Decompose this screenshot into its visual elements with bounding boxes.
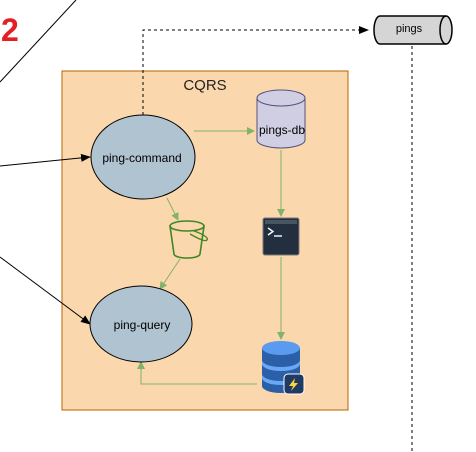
separator-line: [0, 0, 77, 83]
pings-topic-label: pings: [395, 23, 423, 35]
ping-query-label: ping-query: [113, 318, 171, 332]
step-number: 2: [1, 12, 19, 48]
store-to-query-arrow: [137, 361, 257, 385]
database-lightning-icon: [262, 341, 305, 395]
incoming-command-arrow: [0, 153, 91, 167]
pings-db-node[interactable]: [256, 89, 306, 149]
terminal-icon: [262, 217, 300, 256]
pings-db-label: pings-db: [258, 123, 306, 137]
command-to-bucket-arrow: [166, 197, 179, 221]
publish-arrow: [142, 26, 369, 115]
incoming-query-arrow: [0, 256, 91, 325]
ping-query-node[interactable]: [89, 285, 193, 363]
bucket-icon: [169, 220, 209, 259]
pings-topic-node[interactable]: [373, 15, 453, 45]
ping-command-node[interactable]: [90, 114, 196, 200]
ping-command-label: ping-command: [102, 151, 182, 165]
bucket-to-query-arrow: [159, 258, 181, 290]
cqrs-group-title: CQRS: [183, 77, 227, 94]
